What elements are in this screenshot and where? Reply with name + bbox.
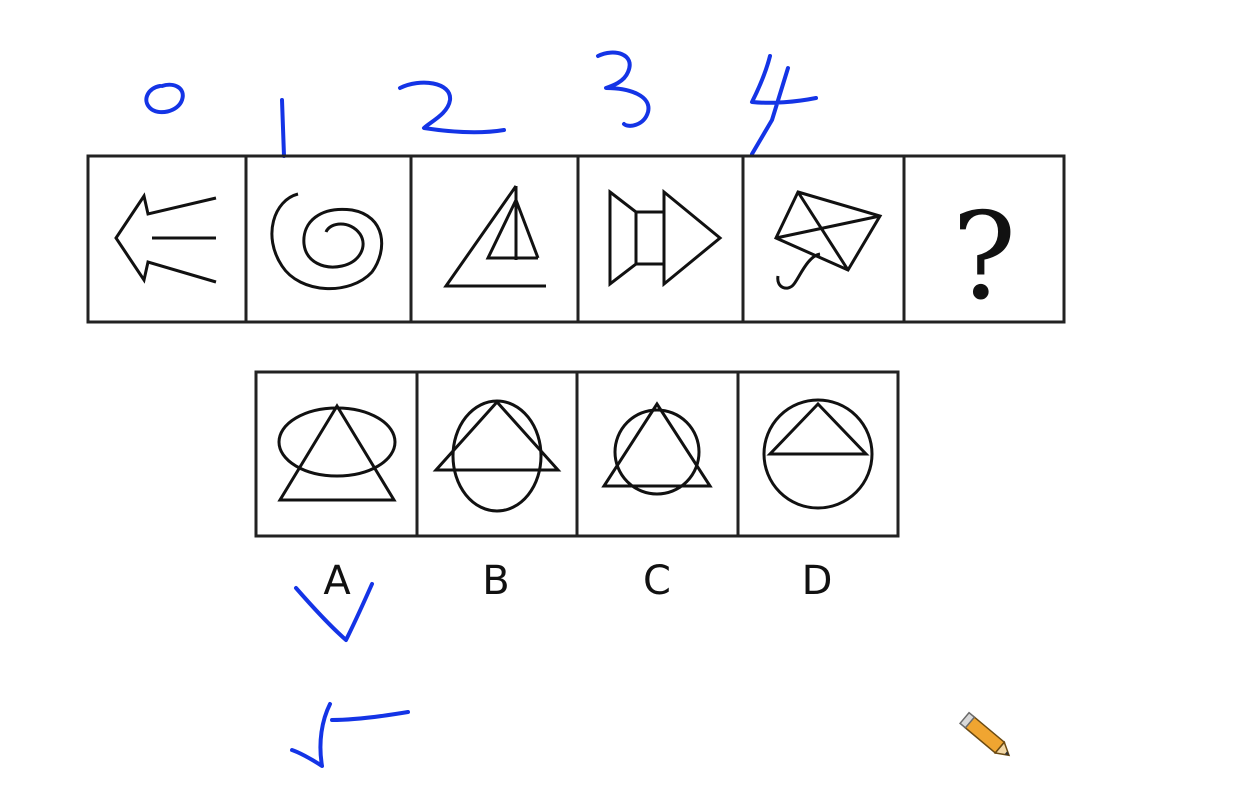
option-b-figure bbox=[432, 399, 562, 513]
handwritten-annotations bbox=[144, 50, 818, 768]
handwritten-digit-2 bbox=[398, 80, 506, 135]
option-label-d: D bbox=[802, 558, 833, 604]
option-label-a: A bbox=[323, 558, 351, 604]
sequence-cell-6 bbox=[902, 154, 1066, 324]
pencil-icon[interactable] bbox=[958, 711, 1013, 761]
option-c-figure bbox=[601, 401, 713, 496]
option-cell-d[interactable] bbox=[736, 370, 900, 538]
question-mark: ? bbox=[952, 188, 1016, 327]
triangle-figure bbox=[443, 185, 546, 288]
handwritten-digit-0 bbox=[144, 82, 185, 115]
option-label-c: C bbox=[643, 558, 671, 604]
handwritten-digit-1 bbox=[280, 98, 286, 158]
options-row: A B C D bbox=[254, 370, 900, 604]
handwritten-check-mark bbox=[294, 582, 374, 642]
handwritten-arrow bbox=[290, 702, 410, 768]
arrow-figure bbox=[114, 192, 217, 284]
sequence-cell-5 bbox=[741, 154, 906, 324]
handwritten-digit-4 bbox=[750, 54, 818, 156]
option-a-figure bbox=[277, 403, 397, 502]
sequence-cell-3 bbox=[409, 154, 580, 324]
kite-figure bbox=[773, 190, 883, 290]
option-d-figure bbox=[762, 398, 874, 510]
spiral-figure bbox=[270, 192, 384, 291]
handwritten-digit-3 bbox=[596, 50, 651, 128]
sequence-row: ? bbox=[86, 154, 1066, 327]
option-label-b: B bbox=[482, 558, 509, 604]
option-cell-c[interactable] bbox=[575, 370, 740, 538]
speaker-figure bbox=[608, 188, 723, 288]
